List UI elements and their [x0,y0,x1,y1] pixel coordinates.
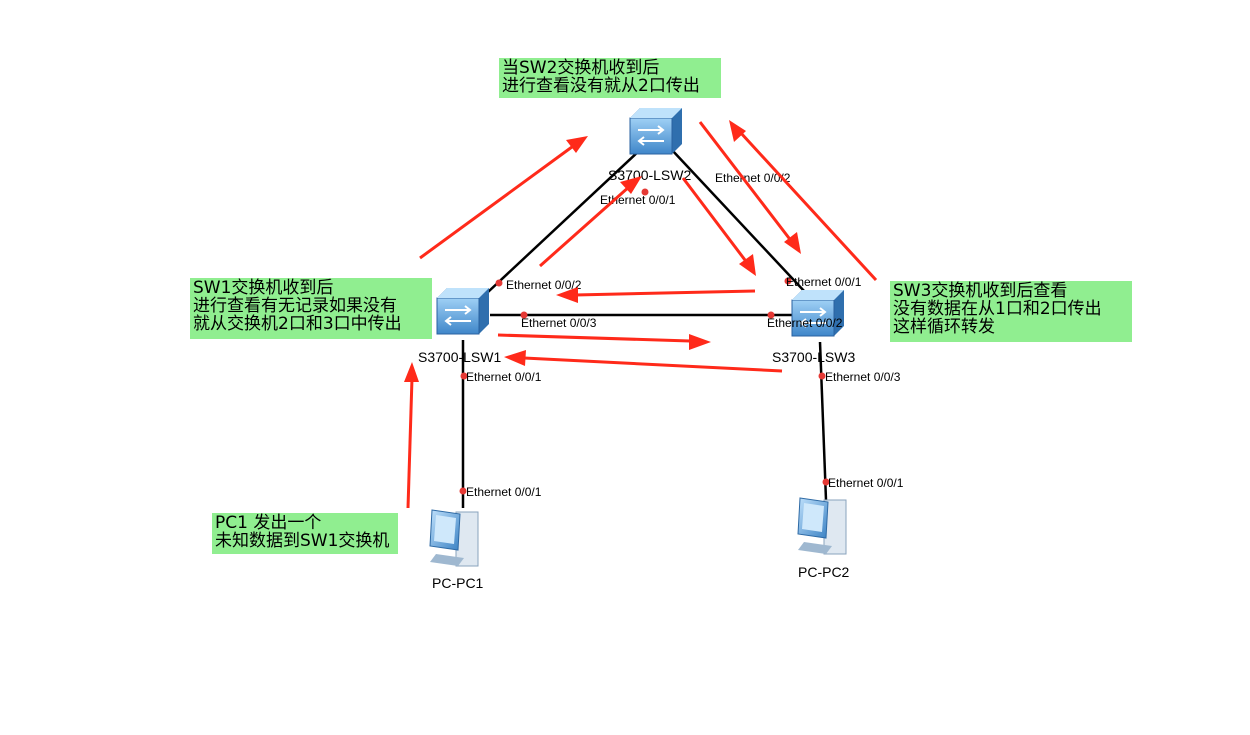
port-dot-pc1-p1 [459,487,467,495]
note-sw3-line3: 这样循环转发 [893,317,995,337]
sw1-label: S3700-LSW1 [418,349,501,365]
link-sw3-pc2[interactable] [818,341,828,501]
port-label-sw1-p1: Ethernet 0/0/1 [466,370,542,384]
pc1-label: PC-PC1 [432,575,484,591]
note-sw2-line2: 进行查看没有就从2口传出 [502,76,700,96]
note-sw3-line1: SW3交换机收到后查看 [893,281,1068,301]
port-label-pc1-p1: Ethernet 0/0/1 [466,485,542,499]
flow-arrows [404,120,878,509]
port-dot-sw3-p3 [818,372,826,380]
note-sw1-line3: 就从交换机2口和3口中传出 [193,314,402,334]
port-dot-sw2-p1 [641,188,649,196]
port-dot-sw3-p2 [767,311,775,319]
port-dot-sw3-p1 [784,277,792,285]
note-sw2-line1: 当SW2交换机收到后 [502,58,660,78]
port-label-sw3-p3: Ethernet 0/0/3 [825,370,901,384]
note-sw1-line1: SW1交换机收到后 [193,278,334,298]
note-sw2: 当SW2交换机收到后 进行查看没有就从2口传出 [499,58,721,98]
note-sw3-line2: 没有数据在从1口和2口传出 [893,299,1102,319]
arrow-pc1-to-sw1 [404,362,419,509]
port-label-sw1-p3: Ethernet 0/0/3 [521,316,597,330]
switch-sw1-icon[interactable] [436,288,489,335]
port-label-sw2-p1: Ethernet 0/0/1 [600,193,676,207]
port-dot-sw1-p3 [520,311,528,319]
port-label-sw3-p1: Ethernet 0/0/1 [786,275,862,289]
pc1-icon[interactable] [429,509,479,567]
arrow-sw3-to-sw1-upper [556,287,756,303]
port-dot-sw1-p1 [460,372,468,380]
note-sw1-line2: 进行查看有无记录如果没有 [193,296,397,316]
note-pc1-line1: PC1 发出一个 [215,513,322,533]
switch-sw3-icon[interactable] [791,290,844,337]
links [461,149,828,508]
arrow-sw3-to-sw2-inner [539,176,642,268]
link-sw1-sw2[interactable] [487,149,641,293]
link-sw2-sw3[interactable] [671,149,806,293]
pc2-icon[interactable] [797,497,847,555]
note-sw1: SW1交换机收到后 进行查看有无记录如果没有 就从交换机2口和3口中传出 [190,278,432,339]
port-label-sw3-p2: Ethernet 0/0/2 [767,316,843,330]
arrow-sw2-to-sw3-inner [681,177,756,276]
port-dots [459,188,830,495]
port-dot-pc2-p1 [822,478,830,486]
switch-sw2-icon[interactable] [629,108,682,155]
arrow-sw2-to-sw3-outer [698,121,801,254]
note-pc1: PC1 发出一个 未知数据到SW1交换机 [212,513,398,554]
port-label-sw2-p2: Ethernet 0/0/2 [715,171,791,185]
note-pc1-line2: 未知数据到SW1交换机 [215,531,390,551]
arrow-sw1-to-sw2-left [419,136,588,260]
pc2-label: PC-PC2 [798,564,850,580]
arrow-sw3-to-sw1-lower [504,350,783,373]
sw2-label: S3700-LSW2 [608,167,691,183]
port-dot-sw1-p2 [495,279,503,287]
sw3-label: S3700-LSW3 [772,349,855,365]
note-sw3: SW3交换机收到后查看 没有数据在从1口和2口传出 这样循环转发 [890,281,1132,342]
arrow-sw3-to-sw2-outer [729,120,878,282]
port-label-pc2-p1: Ethernet 0/0/1 [828,476,904,490]
arrow-sw1-to-sw3 [497,333,711,350]
port-label-sw1-p2: Ethernet 0/0/2 [506,278,582,292]
